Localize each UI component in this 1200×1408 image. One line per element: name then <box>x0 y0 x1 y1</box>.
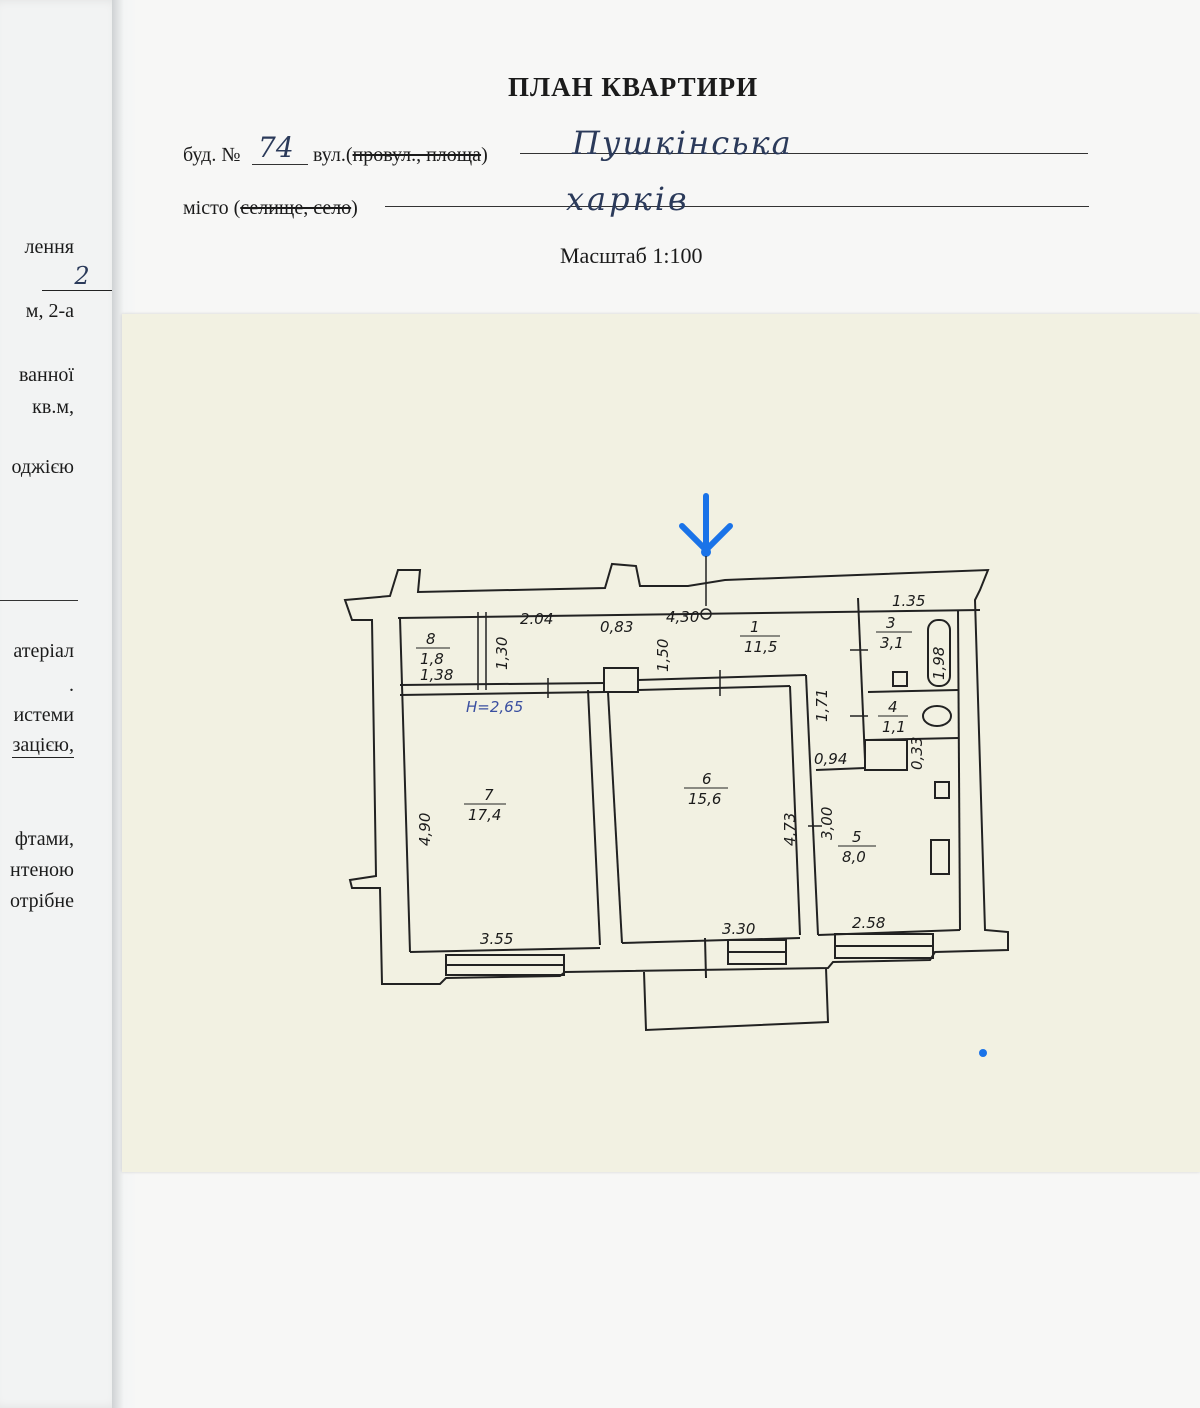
dim-label: 4,30 <box>666 608 699 626</box>
left-text-fragment: нтеною <box>10 859 74 881</box>
building-number-line <box>252 164 308 165</box>
left-text-fragment: лення <box>24 236 74 258</box>
left-text-fragment: атеріал <box>13 640 74 662</box>
room-number: 8 <box>426 630 436 648</box>
room-area: 15,6 <box>688 790 721 808</box>
scale-label: Масштаб 1:100 <box>560 243 703 268</box>
room-area: 17,4 <box>468 806 501 824</box>
dim-label: 1.35 <box>892 592 925 610</box>
dim-label: 3.55 <box>480 930 513 948</box>
dim-label: 1,38 <box>420 666 453 684</box>
room-area: 8,0 <box>842 848 866 866</box>
dim-label: 0,94 <box>814 750 847 768</box>
room-area: 11,5 <box>744 638 777 656</box>
city-label-close: ) <box>351 197 358 219</box>
page-title: ПЛАН КВАРТИРИ <box>508 72 759 102</box>
room-number: 4 <box>888 698 898 716</box>
left-text-fragment: оджією <box>11 456 75 478</box>
annotation-dot <box>979 1049 987 1057</box>
dim-label: 2.04 <box>520 610 553 628</box>
left-text-fragment: ванної <box>18 364 74 386</box>
dim-label: 2.58 <box>852 914 885 932</box>
left-text-fragment: . <box>69 674 74 696</box>
room-number: 3 <box>886 614 896 632</box>
building-number: 74 <box>258 131 294 164</box>
arrow-down-icon <box>679 493 733 553</box>
left-underline <box>0 600 78 601</box>
street-line <box>520 153 1088 154</box>
street-label-text: вул.( <box>313 144 353 166</box>
ceiling-height: H=2,65 <box>466 698 523 716</box>
dim-label: 3.30 <box>722 920 755 938</box>
left-text-fragment: м, 2-а <box>25 300 74 322</box>
room-number: 6 <box>702 770 712 788</box>
left-text-fragment: зацією, <box>12 734 74 758</box>
dim-label: 1,71 <box>813 689 831 722</box>
street-label: вул.(провул., площа) <box>313 144 488 167</box>
room-number: 5 <box>852 828 862 846</box>
room-area: 3,1 <box>880 634 904 652</box>
city-label-text: місто ( <box>183 197 241 219</box>
building-label: буд. № <box>183 144 241 166</box>
dim-label: 1,98 <box>930 647 948 680</box>
dim-label: 1,50 <box>654 639 672 672</box>
room-area: 1,1 <box>882 718 906 736</box>
room-area: 1,8 <box>420 650 444 668</box>
dim-label: 0,33 <box>908 737 926 770</box>
left-text-fragment: кв.м, <box>32 396 74 418</box>
city-value: харків <box>566 180 690 218</box>
dim-label: 1,30 <box>493 637 511 670</box>
annotation-dot <box>701 547 711 557</box>
outer-wall <box>343 562 1009 985</box>
dim-label: 3,00 <box>818 807 836 840</box>
left-page: лення 2 м, 2-а ванної кв.м, оджією атері… <box>0 0 122 1408</box>
room-number: 1 <box>750 618 760 636</box>
dim-label: 0,83 <box>600 618 633 636</box>
left-text-fragment: истеми <box>13 704 74 726</box>
dim-label: 4,90 <box>416 813 434 846</box>
left-text-fragment: отрібне <box>9 890 74 912</box>
left-text-fragment: 2 <box>42 262 122 291</box>
left-text-fragment: фтами, <box>14 828 74 850</box>
city-label: місто (селище, село) <box>183 197 358 220</box>
street-label-close: ) <box>481 144 488 166</box>
city-line <box>385 206 1089 207</box>
room-number: 7 <box>484 786 494 804</box>
street-struck-options: провул., площа <box>352 144 482 166</box>
street-value: Пушкінська <box>572 124 793 162</box>
dim-label: 4,73 <box>781 813 799 846</box>
city-struck-options: селище, село <box>240 197 352 219</box>
